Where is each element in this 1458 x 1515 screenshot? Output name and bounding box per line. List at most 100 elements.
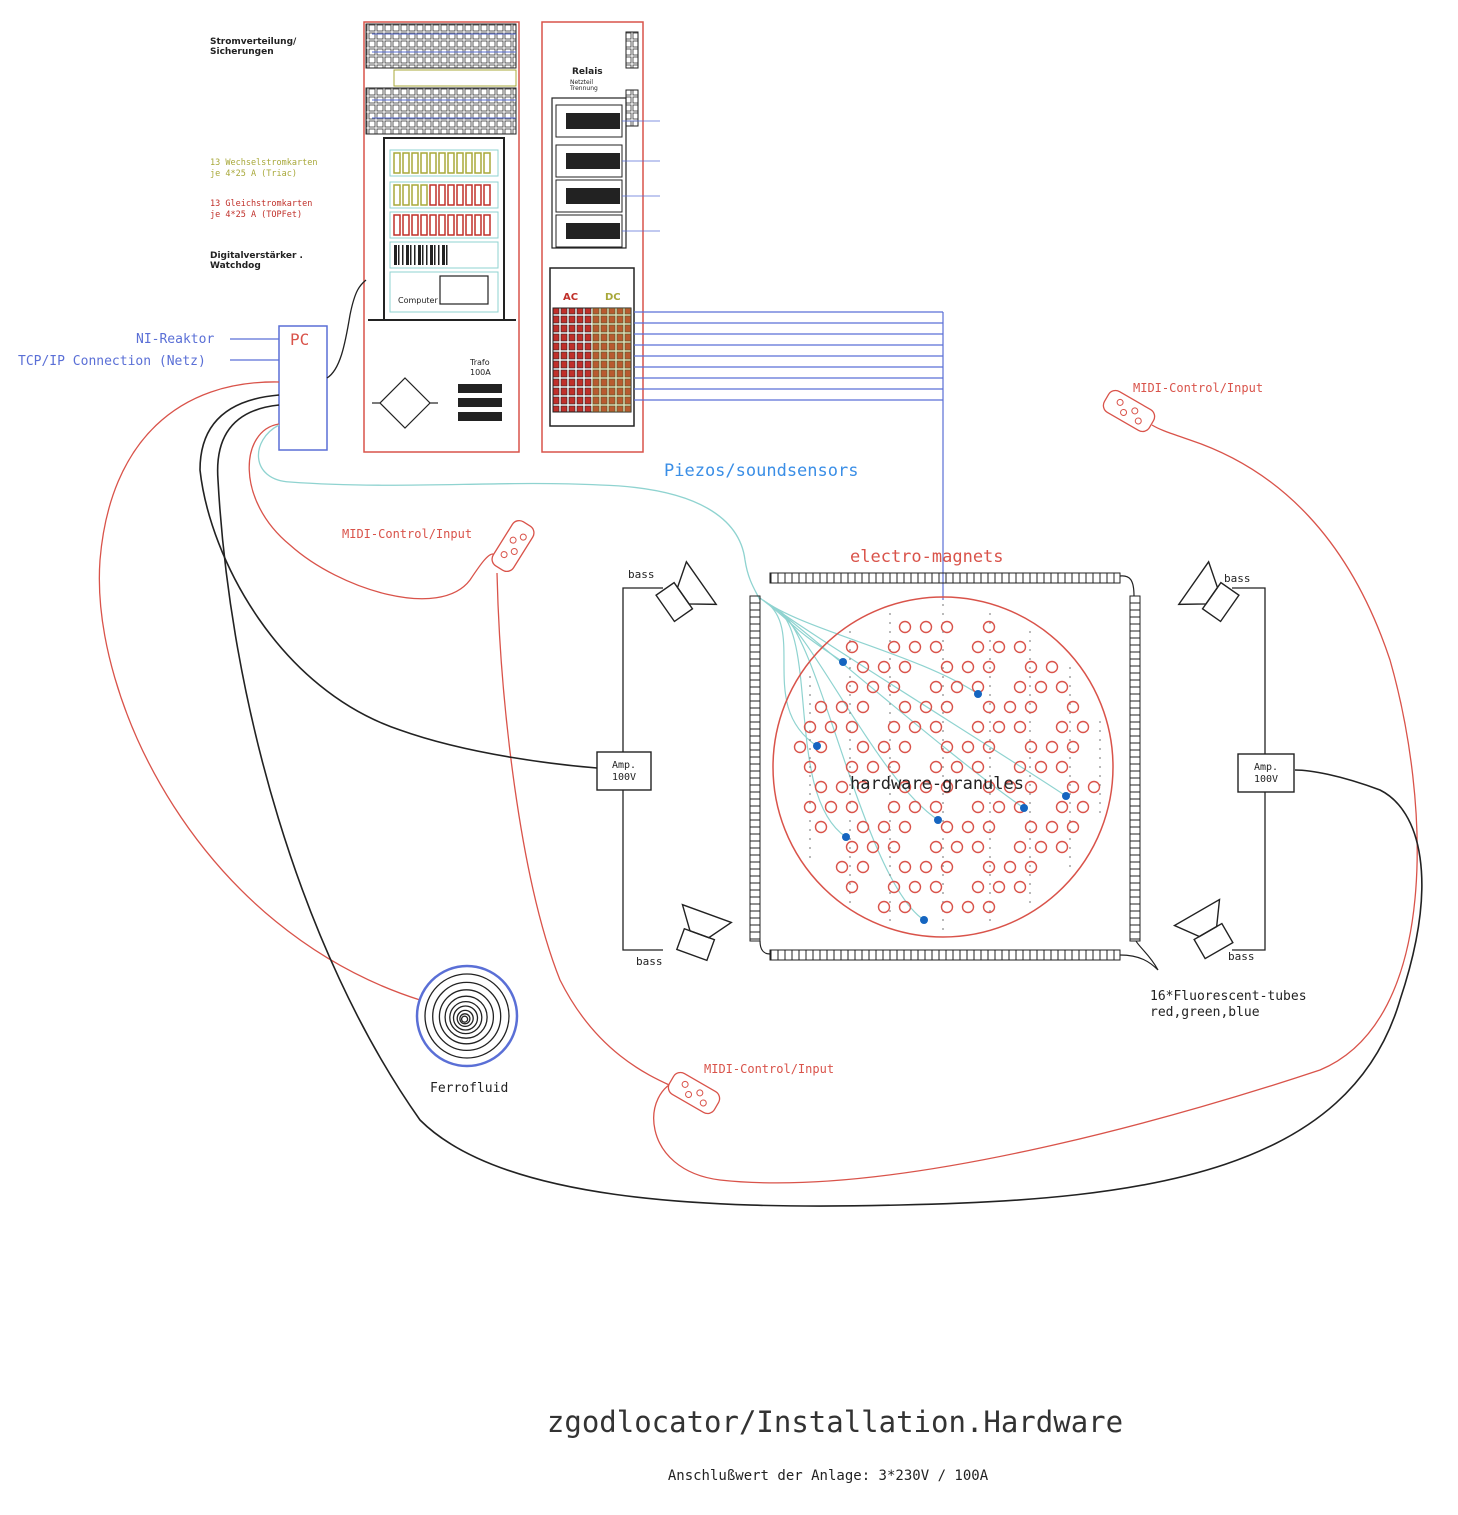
granule (982, 780, 996, 794)
granule (992, 800, 1006, 814)
granule (898, 860, 912, 874)
piezo-cable (257, 424, 761, 601)
cable-midi-1 (248, 423, 496, 600)
grid-dot (989, 676, 991, 678)
page-title: zgodlocator/Installation.Hardware (547, 1405, 1123, 1439)
granule (940, 740, 954, 754)
grid-dot (1029, 748, 1031, 750)
granule (1024, 700, 1038, 714)
ac-card-slot (402, 152, 410, 174)
granule (971, 840, 985, 854)
grid-dot (849, 712, 851, 714)
granule (961, 740, 975, 754)
sensor-dot (842, 833, 850, 841)
grid-dot (1069, 784, 1071, 786)
ac-card-slot (420, 152, 428, 174)
sensor-dot (1062, 792, 1070, 800)
grid-dot (989, 802, 991, 804)
granule (877, 900, 891, 914)
grid-dot (889, 757, 891, 759)
granule (1087, 780, 1101, 794)
grid-dot (889, 676, 891, 678)
granule (992, 880, 1006, 894)
grid-dot (809, 730, 811, 732)
grid-dot (1099, 721, 1101, 723)
grid-dot (809, 694, 811, 696)
dc-card-slot (420, 214, 428, 236)
speaker-icon-tl (655, 560, 718, 623)
hardware-granules (793, 620, 1101, 914)
grid-dot (1099, 811, 1101, 813)
grid-dot (1069, 730, 1071, 732)
grid-dot (889, 820, 891, 822)
grid-dot (989, 739, 991, 741)
granule (940, 780, 954, 794)
granule (1024, 820, 1038, 834)
ac-cards-line: 13 Wechselstromkarten (210, 158, 317, 168)
grid-dot (1029, 721, 1031, 723)
granule (940, 660, 954, 674)
relay-block (566, 188, 620, 204)
grid-dot (809, 739, 811, 741)
granule (1024, 860, 1038, 874)
granule (856, 860, 870, 874)
granule (940, 900, 954, 914)
mixed-card-slot (420, 184, 428, 206)
grid-dot (1029, 667, 1031, 669)
grid-dot (1069, 739, 1071, 741)
grid-dot (989, 775, 991, 777)
grid-dot (989, 784, 991, 786)
granule (929, 840, 943, 854)
granule (835, 860, 849, 874)
cable-midi-3 (653, 424, 1418, 1184)
ferrofluid-ring (456, 1009, 474, 1028)
grid-dot (1069, 847, 1071, 849)
bass-label-br: bass (1228, 950, 1255, 963)
mixed-card-slot (465, 184, 473, 206)
dc-card-slot (447, 214, 455, 236)
grid-dot (1069, 856, 1071, 858)
grid-dot (989, 640, 991, 642)
granule (919, 780, 933, 794)
mixed-card-slot (447, 184, 455, 206)
fluorescent-line: 16*Fluorescent-tubes (1150, 989, 1307, 1004)
amp-bar (418, 245, 421, 265)
granule (982, 660, 996, 674)
grid-dot (942, 793, 944, 795)
relais-label: Relais (572, 67, 603, 77)
mixed-card-slot (456, 184, 464, 206)
amp-left: Amp.100V (596, 751, 652, 791)
ni-reaktor-label: NI-Reaktor (136, 332, 214, 347)
granule (940, 860, 954, 874)
grid-dot (849, 667, 851, 669)
sensor-dot (813, 742, 821, 750)
granule (887, 680, 901, 694)
grid-dot (1029, 802, 1031, 804)
sensor-dot (839, 658, 847, 666)
grid-dot (889, 901, 891, 903)
amp-right-line: Amp. (1254, 762, 1278, 773)
grid-dot (942, 730, 944, 732)
granule (919, 620, 933, 634)
grid-dot (1099, 802, 1101, 804)
grid-dot (942, 847, 944, 849)
grid-dot (809, 784, 811, 786)
grid-dot (942, 856, 944, 858)
grid-dot (989, 649, 991, 651)
relay-block (566, 113, 620, 129)
granule (793, 740, 807, 754)
granule (877, 820, 891, 834)
grid-dot (1029, 784, 1031, 786)
granule (908, 800, 922, 814)
amp-left-line: 100V (612, 772, 636, 783)
ac-card-slot (456, 152, 464, 174)
grid-dot (942, 892, 944, 894)
grid-dot (849, 739, 851, 741)
granule (982, 900, 996, 914)
grid-dot (1029, 739, 1031, 741)
dc-card-slot (429, 214, 437, 236)
grid-dot (849, 874, 851, 876)
